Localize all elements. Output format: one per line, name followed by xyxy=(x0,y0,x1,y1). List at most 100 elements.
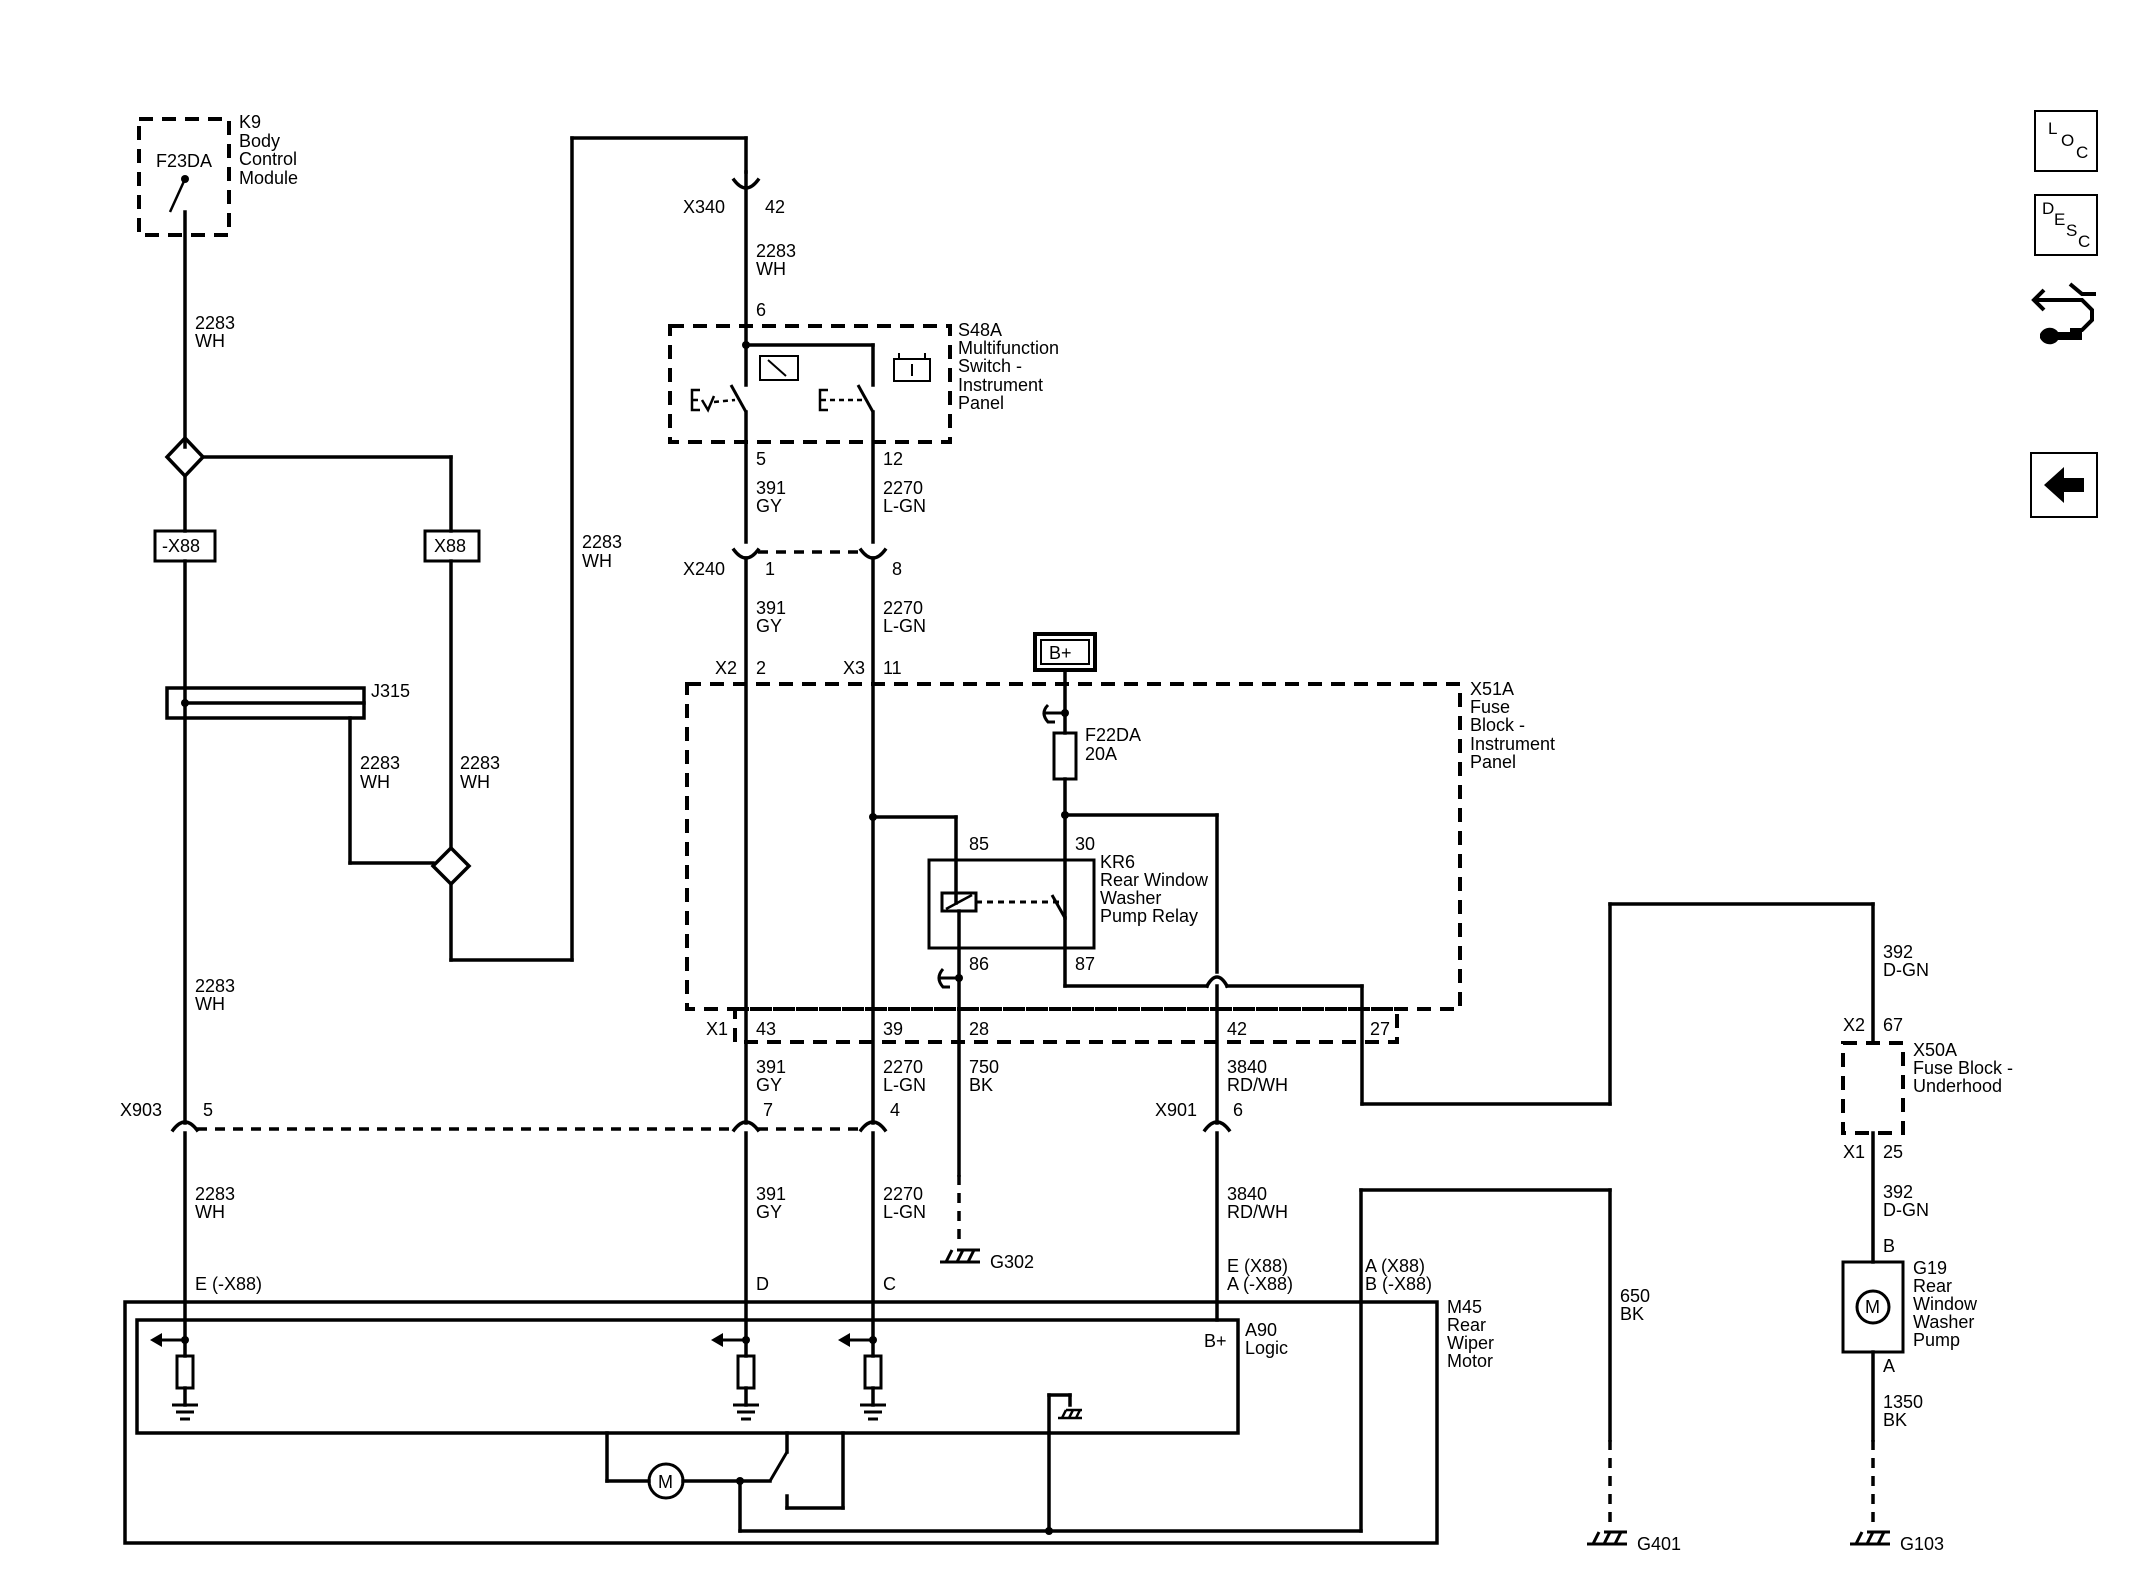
m45-pin-e-minus-x88: E (-X88) xyxy=(195,1274,262,1294)
wire-x50a-392-top-color: D-GN xyxy=(1883,960,1929,980)
wire-j315-color: WH xyxy=(360,772,390,792)
svg-text:M: M xyxy=(658,1472,673,1492)
washer-symbol-icon xyxy=(690,388,716,413)
x903-pin-7: 7 xyxy=(763,1100,773,1120)
desc-letter-s: S xyxy=(2066,221,2078,240)
connector-tools-button[interactable] xyxy=(2030,276,2102,352)
f22da-fuse xyxy=(1052,731,1078,781)
x903-label: X903 xyxy=(120,1100,162,1120)
a90-input-e xyxy=(150,1333,198,1421)
x50a-x2-label: X2 xyxy=(1843,1015,1865,1035)
kr6-relay-box xyxy=(927,858,1096,950)
wire-x903-391-color: GY xyxy=(756,1202,782,1222)
g19-pin-b: B xyxy=(1883,1236,1895,1256)
wire-x88-num: 2283 xyxy=(460,753,500,773)
loc-letter-o: O xyxy=(2061,131,2075,150)
bplus-label: B+ xyxy=(1049,643,1072,663)
wire-s48a-391-num: 391 xyxy=(756,478,786,498)
kr6-label-3: Pump Relay xyxy=(1100,906,1198,926)
j315-label: J315 xyxy=(371,681,410,701)
k9-module-box xyxy=(137,117,231,237)
k9-id: K9 xyxy=(239,112,261,132)
desc-letter-c: C xyxy=(2078,232,2091,251)
kr6-id: KR6 xyxy=(1100,852,1135,872)
wire-g103-1350-color: BK xyxy=(1883,1410,1907,1430)
wire-x903-391-num: 391 xyxy=(756,1184,786,1204)
desc-letter-e: E xyxy=(2054,210,2066,229)
m45-pin-c: C xyxy=(883,1274,896,1294)
m45-motor-box xyxy=(123,1300,1439,1545)
loc-button[interactable]: L O C xyxy=(2034,110,2098,172)
x51a-x2-label: X2 xyxy=(715,658,737,678)
x50a-fuse-block-box xyxy=(1841,1041,1905,1135)
bplus-terminal-icon xyxy=(1042,703,1065,724)
m45-label-3: Motor xyxy=(1447,1351,1493,1371)
a90-input-d xyxy=(711,1333,759,1421)
wire-g103-1350-num: 1350 xyxy=(1883,1392,1923,1412)
g19-pin-a: A xyxy=(1883,1356,1895,1376)
wipe-symbol-icon xyxy=(818,388,828,412)
x51a-fuse-block-box xyxy=(685,682,1462,1011)
g103-label: G103 xyxy=(1900,1534,1944,1554)
svg-text:M: M xyxy=(1865,1297,1880,1317)
relay-86-terminal-icon xyxy=(937,968,959,989)
x50a-label-1: Fuse Block - xyxy=(1913,1058,2013,1078)
loc-letter-c: C xyxy=(2076,143,2089,162)
wire-k9-top-color: WH xyxy=(195,331,225,351)
back-arrow-icon xyxy=(2044,467,2084,503)
g19-label-2: Window xyxy=(1913,1294,1978,1314)
g103-ground-icon xyxy=(1850,1530,1890,1546)
wire-x901-3840-num: 3840 xyxy=(1227,1184,1267,1204)
x51a-pin-43: 43 xyxy=(756,1019,776,1039)
k9-label-2: Control xyxy=(239,149,297,169)
x240-pin-1: 1 xyxy=(765,559,775,579)
option-join-bottom xyxy=(430,845,472,887)
s48a-pin-6: 6 xyxy=(756,300,766,320)
wire-x903-2270-num: 2270 xyxy=(883,1184,923,1204)
m45-pin-a-x88: A (X88) xyxy=(1365,1256,1425,1276)
wire-x51a-2270-color: L-GN xyxy=(883,1075,926,1095)
wire-g401-650-num: 650 xyxy=(1620,1286,1650,1306)
x51a-x3-label: X3 xyxy=(843,658,865,678)
g19-label-4: Pump xyxy=(1913,1330,1960,1350)
a90-logic-box xyxy=(135,1318,1240,1435)
kr6-label-2: Washer xyxy=(1100,888,1161,908)
k9-label-1: Body xyxy=(239,131,280,151)
back-button[interactable] xyxy=(2030,452,2098,518)
a90-input-c xyxy=(838,1333,886,1421)
wire-x51a-750-color: BK xyxy=(969,1075,993,1095)
wire-x50a-392-bottom-num: 392 xyxy=(1883,1182,1913,1202)
x901-label: X901 xyxy=(1155,1100,1197,1120)
f23da-switch xyxy=(168,178,187,213)
x903-pin-5: 5 xyxy=(203,1100,213,1120)
x340-pin-42: 42 xyxy=(765,197,785,217)
x50a-x1-label: X1 xyxy=(1843,1142,1865,1162)
x240-label: X240 xyxy=(683,559,725,579)
a90-internal-ground-icon xyxy=(1047,1393,1082,1435)
wire-x240-391-num: 391 xyxy=(756,598,786,618)
wire-x903-2270-color: L-GN xyxy=(883,1202,926,1222)
x51a-label-3: Instrument xyxy=(1470,734,1555,754)
kr6-pin-86: 86 xyxy=(969,954,989,974)
x51a-pin-28: 28 xyxy=(969,1019,989,1039)
connector-tools-icon xyxy=(2031,282,2096,345)
x51a-x1-label: X1 xyxy=(706,1019,728,1039)
option-x88: X88 xyxy=(434,536,466,556)
x50a-pin-67: 67 xyxy=(1883,1015,1903,1035)
wire-x240-2270-color: L-GN xyxy=(883,616,926,636)
s48a-pin-12: 12 xyxy=(883,449,903,469)
wire-x240-2270-num: 2270 xyxy=(883,598,923,618)
g19-id: G19 xyxy=(1913,1258,1947,1278)
kr6-pin-85: 85 xyxy=(969,834,989,854)
s48a-label-4: Panel xyxy=(958,393,1004,413)
x901-connector-6 xyxy=(1202,1120,1232,1133)
wire-x901-3840-color: RD/WH xyxy=(1227,1202,1288,1222)
g401-ground-icon xyxy=(1587,1530,1627,1546)
wire-x51a-391-color: GY xyxy=(756,1075,782,1095)
kr6-contact xyxy=(1050,894,1067,919)
m45-pin-a-minus-x88: A (-X88) xyxy=(1227,1274,1293,1294)
desc-button[interactable]: D E S C xyxy=(2034,194,2098,256)
f22da-rating: 20A xyxy=(1085,744,1117,764)
wire-x50a-392-top-num: 392 xyxy=(1883,942,1913,962)
x51a-label-4: Panel xyxy=(1470,752,1516,772)
